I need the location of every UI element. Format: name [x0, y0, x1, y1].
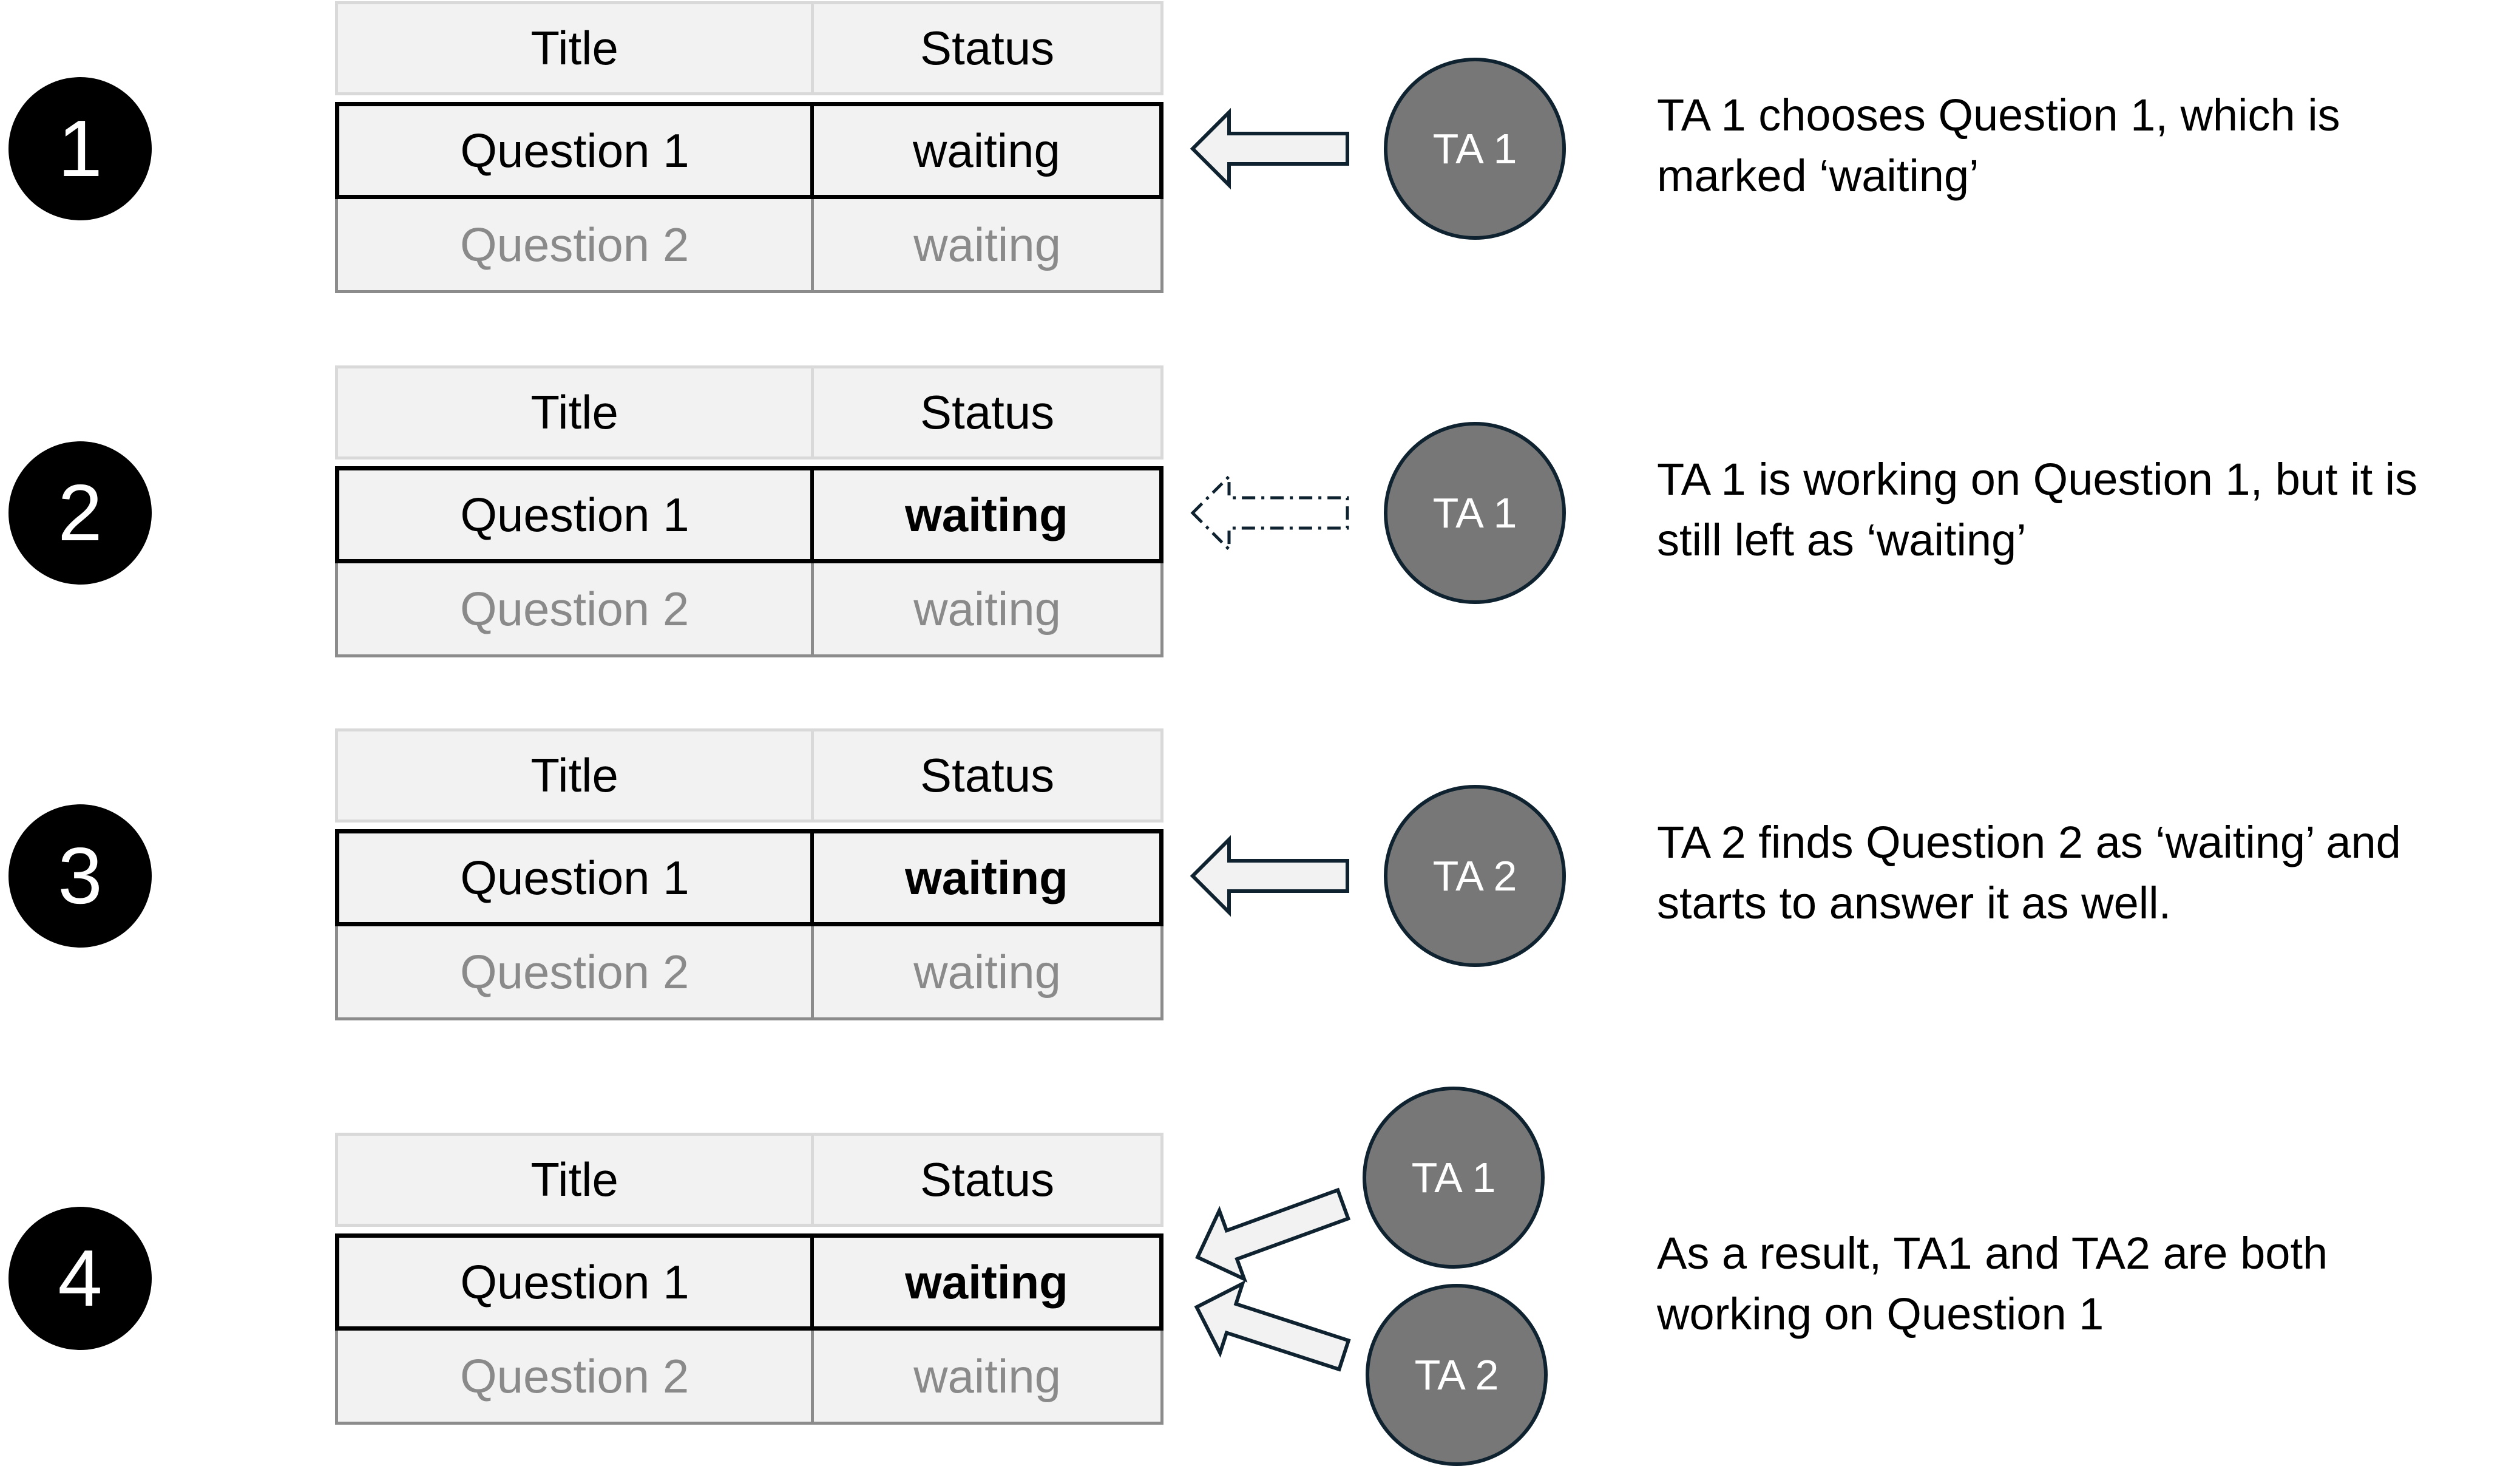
left-arrow-icon [1190, 835, 1349, 917]
step-number-badge: 2 [8, 441, 152, 585]
table-header-row: Title Status [335, 1, 1163, 95]
header-title: Title [338, 4, 815, 92]
header-status: Status [814, 4, 1160, 92]
question-title: Question 1 [339, 1238, 814, 1326]
left-arrow-icon [1195, 1187, 1351, 1283]
step-number-badge: 4 [8, 1207, 152, 1350]
question-title: Question 1 [339, 833, 814, 922]
header-status: Status [814, 1136, 1160, 1224]
table-row-question-1: Question 1 waiting [335, 829, 1163, 926]
table-row-question-2: Question 2 waiting [335, 199, 1163, 293]
question-status: waiting [813, 833, 1159, 922]
question-status: waiting [814, 926, 1160, 1017]
question-title: Question 2 [338, 1331, 815, 1422]
step-1: 1 Title Status Question 1 waiting Questi… [0, 0, 2520, 293]
question-title: Question 1 [339, 106, 814, 195]
step-number-badge: 1 [8, 77, 152, 220]
question-status: waiting [814, 563, 1160, 654]
question-status: waiting [813, 1238, 1159, 1326]
question-status: waiting [814, 199, 1160, 290]
question-title: Question 2 [338, 563, 815, 654]
step-number-badge: 3 [8, 804, 152, 948]
ta-avatar: TA 2 [1366, 1284, 1548, 1466]
step-description: TA 1 is working on Question 1, but it is… [1657, 454, 2418, 565]
header-title: Title [338, 1136, 815, 1224]
table-header-row: Title Status [335, 365, 1163, 460]
question-title: Question 2 [338, 199, 815, 290]
ta-avatar: TA 1 [1384, 422, 1566, 604]
step-description: As a result, TA1 and TA2 are both workin… [1657, 1228, 2328, 1339]
ta-avatar: TA 1 [1384, 58, 1566, 240]
table-header-row: Title Status [335, 1133, 1163, 1227]
left-arrow-icon [1190, 107, 1349, 190]
dashed-left-arrow-icon [1190, 472, 1349, 554]
header-title: Title [338, 731, 815, 819]
table-header-row: Title Status [335, 728, 1163, 823]
step-4: 4 Title Status Question 1 waiting Questi… [0, 1087, 2520, 1469]
question-title: Question 2 [338, 926, 815, 1017]
step-3: 3 Title Status Question 1 waiting Questi… [0, 727, 2520, 1020]
header-title: Title [338, 368, 815, 456]
table-row-question-2: Question 2 waiting [335, 1331, 1163, 1425]
step-description: TA 2 finds Question 2 as ‘waiting’ and s… [1657, 817, 2401, 928]
question-status: waiting [813, 470, 1159, 559]
ta-avatar: TA 1 [1363, 1087, 1545, 1269]
header-status: Status [814, 368, 1160, 456]
table-row-question-1: Question 1 waiting [335, 1233, 1163, 1331]
question-status: waiting [814, 1331, 1160, 1422]
question-status: waiting [813, 106, 1159, 195]
question-title: Question 1 [339, 470, 814, 559]
step-2: 2 Title Status Question 1 waiting Questi… [0, 364, 2520, 657]
header-status: Status [814, 731, 1160, 819]
ta-avatar: TA 2 [1384, 785, 1566, 967]
left-arrow-icon [1194, 1280, 1351, 1372]
table-row-question-2: Question 2 waiting [335, 563, 1163, 657]
table-row-question-2: Question 2 waiting [335, 926, 1163, 1020]
step-description: TA 1 chooses Question 1, which is marked… [1657, 90, 2340, 201]
table-row-question-1: Question 1 waiting [335, 466, 1163, 563]
table-row-question-1: Question 1 waiting [335, 102, 1163, 199]
